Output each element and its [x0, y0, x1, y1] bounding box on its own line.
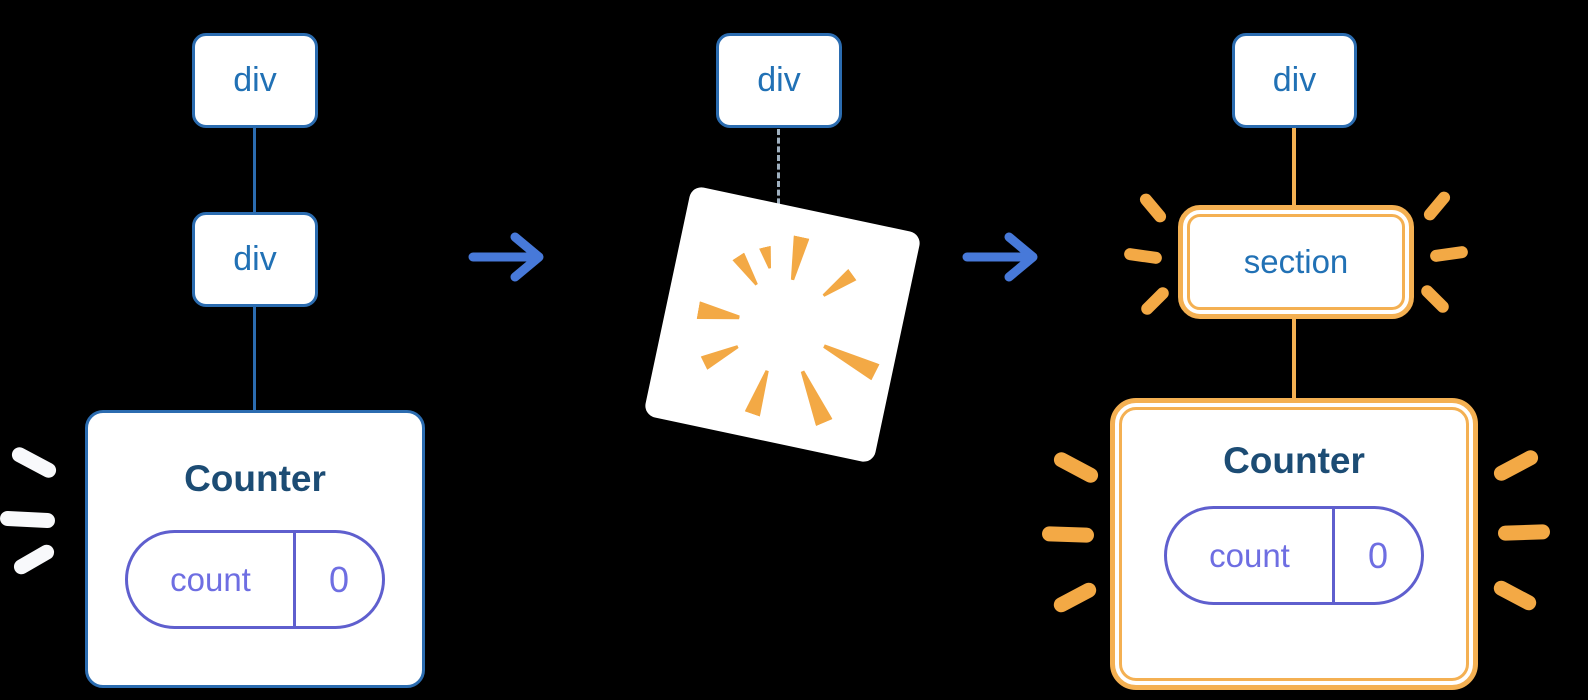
node-label: div	[233, 61, 277, 99]
poof-spark-icon	[784, 235, 809, 281]
poof-spark-icon	[744, 367, 774, 416]
poof-spark-icon	[819, 337, 879, 379]
node-label: section	[1187, 214, 1405, 310]
poof-spark-icon	[696, 301, 740, 326]
tree-node-section-highlight: section	[1178, 205, 1414, 319]
tree-node-div: div	[716, 33, 842, 128]
right-arrow-icon	[962, 232, 1038, 282]
counter-component-card-highlight: Counter count 0	[1110, 398, 1478, 690]
node-label: div	[1272, 61, 1317, 99]
poof-burst-icon	[643, 185, 922, 464]
tree-edge-dashed	[777, 129, 780, 213]
poof-spark-icon	[819, 268, 856, 300]
tree-node-div: div	[192, 33, 318, 128]
component-title: Counter	[1223, 440, 1365, 481]
emphasis-spark-icon	[1418, 282, 1452, 316]
poof-spark-icon	[732, 252, 762, 288]
state-pill: count 0	[1164, 506, 1424, 605]
state-key: count	[128, 533, 296, 626]
tree-node-div: div	[1232, 33, 1357, 128]
tree-edge-highlight	[1292, 315, 1296, 403]
emphasis-spark-icon	[1491, 578, 1539, 613]
emphasis-spark-icon	[1051, 449, 1101, 486]
emphasis-spark-icon	[1137, 191, 1169, 225]
state-value: 0	[328, 558, 350, 600]
counter-component-card: Counter count 0	[1119, 407, 1469, 681]
emphasis-spark-icon	[1138, 284, 1172, 318]
tree-edge-highlight	[1292, 126, 1296, 210]
right-arrow-icon	[468, 232, 544, 282]
component-title: Counter	[184, 458, 326, 499]
emphasis-spark-icon	[1041, 526, 1095, 543]
poof-spark-icon	[700, 339, 741, 369]
poof-spark-icon	[759, 245, 776, 269]
state-value: 0	[1367, 534, 1389, 576]
tree-edge	[253, 126, 256, 216]
emphasis-spark-icon	[1051, 580, 1099, 615]
emphasis-spark-icon	[1429, 245, 1469, 263]
emphasis-spark-icon	[9, 444, 59, 481]
emphasis-spark-icon	[1421, 189, 1453, 223]
state-pill: count 0	[125, 530, 385, 629]
counter-component-card: Counter count 0	[85, 410, 425, 688]
node-label: div	[233, 240, 277, 278]
node-label: div	[757, 61, 801, 99]
poof-spark-icon	[794, 367, 832, 426]
state-key: count	[1167, 509, 1335, 602]
emphasis-spark-icon	[1123, 247, 1163, 265]
emphasis-spark-icon	[1497, 524, 1551, 541]
tree-edge	[253, 303, 256, 415]
emphasis-spark-icon	[0, 510, 56, 529]
emphasis-spark-icon	[11, 542, 57, 577]
tree-node-div: div	[192, 212, 318, 307]
emphasis-spark-icon	[1491, 447, 1541, 484]
